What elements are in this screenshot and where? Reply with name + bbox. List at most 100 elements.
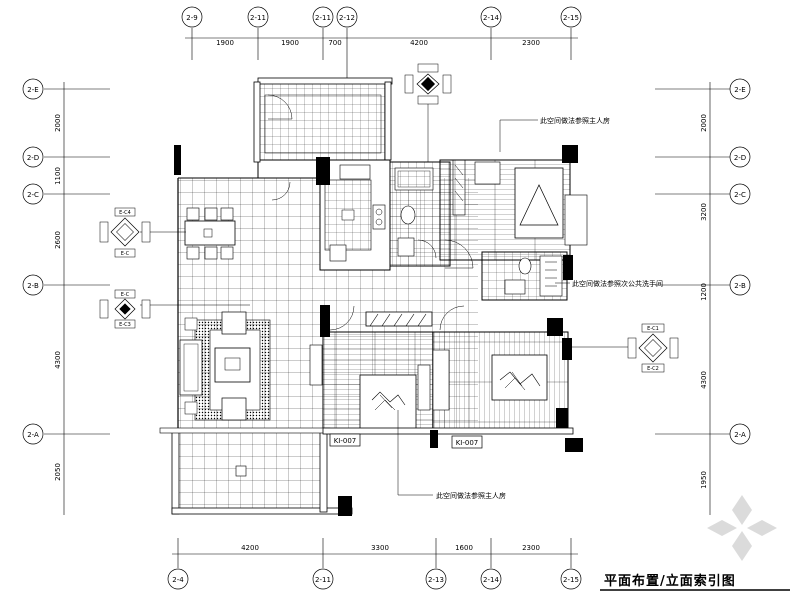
grid-label: 2-15 (563, 14, 579, 22)
grid-lines-left (44, 82, 110, 515)
grid-label: 2-14 (483, 14, 499, 22)
grid-bubble: 2-B (729, 274, 751, 296)
grid-bubble: 2-15 (560, 568, 582, 590)
grid-label: 2-15 (563, 576, 579, 584)
bedroom-2 (322, 331, 434, 431)
corridor-wardrobe (320, 305, 433, 337)
door-swing (267, 94, 293, 120)
dimension-value: 4200 (241, 544, 259, 552)
grid-bubble: 2-4 (167, 568, 189, 590)
dimensions-right: 2000 3200 1200 4300 1950 (700, 114, 708, 489)
grid-bubble: 2-11 (247, 6, 269, 28)
bedroom-3 (432, 318, 572, 431)
dimension-value: 2000 (700, 114, 708, 132)
grid-label: 2-13 (428, 576, 444, 584)
dimension-value: 1600 (455, 544, 473, 552)
grid-bubbles-top: 2-9 2-11 2-11 2-12 2-14 2-15 (181, 6, 582, 28)
dimension-value: 2050 (54, 463, 62, 481)
grid-label: 2-C (27, 191, 39, 199)
note-mid: 此空间做法参照次公共洗手间 (572, 279, 663, 288)
grid-bubbles-left: 2-E 2-D 2-C 2-B 2-A (22, 78, 44, 445)
drawing-title: 平面布置/立面索引图 (604, 574, 736, 589)
dimension-value: 3300 (371, 544, 389, 552)
grid-bubbles-bottom: 2-4 2-11 2-13 2-14 2-15 (167, 568, 582, 590)
dimension-value: 4300 (54, 351, 62, 369)
grid-bubble: 2-E (22, 78, 44, 100)
grid-bubble: 2-12 (336, 6, 358, 28)
master-bedroom (439, 145, 588, 261)
grid-bubbles-right: 2-E 2-D 2-C 2-B 2-A (729, 78, 751, 445)
dining-table (184, 207, 236, 260)
dimension-value: 1950 (700, 471, 708, 489)
room-tag-right: KI-007 (451, 435, 483, 449)
grid-bubble: 2-11 (312, 568, 334, 590)
index-mark: E-C3 (119, 322, 131, 328)
balcony (159, 427, 353, 515)
note-top: 此空间做法参照主人房 (540, 116, 610, 125)
dimension-value: 2300 (522, 39, 540, 47)
grid-bubble: 2-D (729, 146, 751, 168)
dimension-value: 2600 (54, 231, 62, 249)
grid-bubble: 2-13 (425, 568, 447, 590)
dimension-value: 4200 (410, 39, 428, 47)
grid-bubble: 2-A (729, 423, 751, 445)
bathroom-ensuite (481, 251, 573, 301)
grid-label: 2-B (734, 282, 746, 290)
index-mark: E-C (121, 251, 130, 257)
grid-bubble: 2-E (729, 78, 751, 100)
note-leaders (140, 96, 632, 496)
dimensions-bottom: 4200 3300 1600 2300 (241, 544, 540, 552)
dimension-value: 1900 (281, 39, 299, 47)
grid-label: 2-11 (315, 576, 331, 584)
grid-label: 2-A (734, 431, 746, 439)
grid-label: 2-A (27, 431, 39, 439)
grid-label: 2-E (734, 86, 745, 94)
room-laundry (257, 81, 389, 161)
grid-bubble: 2-15 (560, 6, 582, 28)
grid-label: 2-11 (250, 14, 266, 22)
room-tag-label: KI-007 (456, 439, 479, 447)
door-swings (271, 181, 474, 331)
index-mark: E-C (121, 292, 130, 298)
index-symbol-right: E-C1 E-C2 (627, 323, 679, 373)
grid-lines-right (655, 82, 730, 515)
grid-bubble: 2-14 (480, 568, 502, 590)
grid-bubble: 2-14 (480, 6, 502, 28)
note-bottom: 此空间做法参照主人房 (436, 491, 506, 500)
kitchen (316, 157, 391, 271)
grid-bubble: 2-A (22, 423, 44, 445)
grid-label: 2-14 (483, 576, 499, 584)
dimension-value: 3200 (700, 203, 708, 221)
grid-bubble: 2-C (22, 183, 44, 205)
sofa-set (179, 311, 323, 421)
grid-bubble: 2-C (729, 183, 751, 205)
index-symbol-left-1: E-C4 E-C (99, 207, 151, 258)
grid-lines-bottom (172, 538, 578, 568)
grid-lines-top (185, 28, 578, 82)
grid-label: 2-B (27, 282, 39, 290)
index-mark: E-C1 (647, 326, 659, 332)
grid-label: 2-E (27, 86, 38, 94)
index-mark: E-C2 (647, 366, 659, 372)
index-symbol-top (404, 63, 452, 105)
dimensions-left: 2000 1100 2600 4300 2050 (54, 114, 62, 481)
dimension-value: 1200 (700, 283, 708, 301)
dimensions-top: 1900 1900 700 4200 2300 (216, 39, 540, 47)
grid-label: 2-9 (186, 14, 197, 22)
grid-bubble: 2-11 (312, 6, 334, 28)
grid-bubble: 2-D (22, 146, 44, 168)
dimension-value: 1900 (216, 39, 234, 47)
dimension-value: 2000 (54, 114, 62, 132)
grid-label: 2-4 (172, 576, 184, 584)
dimension-value: 1100 (54, 167, 62, 185)
dimension-value: 2300 (522, 544, 540, 552)
logo-mark (707, 495, 777, 561)
index-mark: E-C4 (119, 210, 131, 216)
grid-label: 2-11 (315, 14, 331, 22)
dimension-value: 4300 (700, 371, 708, 389)
grid-bubble: 2-9 (181, 6, 203, 28)
grid-label: 2-D (734, 154, 746, 162)
grid-label: 2-12 (339, 14, 355, 22)
room-tag-label: KI-007 (334, 437, 357, 445)
